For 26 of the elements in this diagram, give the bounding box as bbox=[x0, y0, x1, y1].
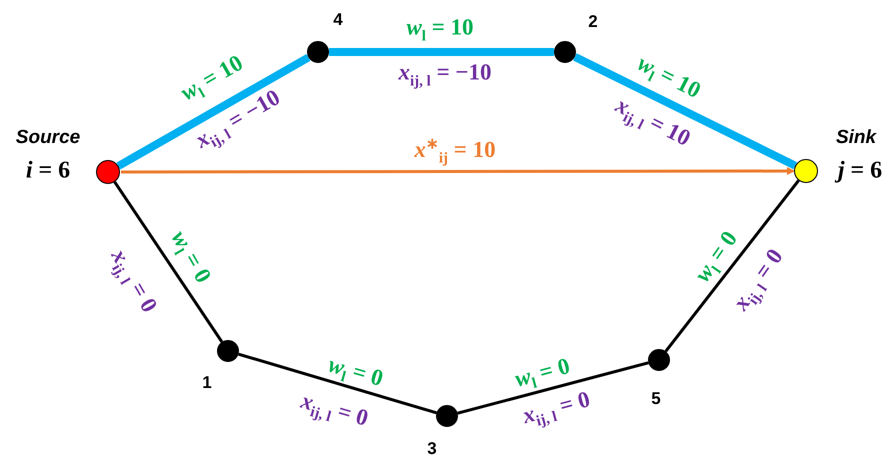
vertex-dot bbox=[554, 41, 576, 63]
vertex-dot bbox=[217, 340, 239, 362]
connector-line bbox=[113, 181, 224, 343]
connector-line bbox=[457, 361, 649, 415]
connector-line bbox=[116, 54, 310, 170]
vertex-dot bbox=[648, 349, 670, 371]
node-label: 3 bbox=[427, 439, 437, 459]
edge-label: x$^{∗}$$_{ij}$ = 10 bbox=[414, 137, 496, 167]
flow-label: x$_{ij, l}$ = −10 bbox=[398, 60, 492, 90]
node-label: Source bbox=[16, 127, 80, 149]
arrow bbox=[121, 167, 795, 176]
edge-label: w$_{l}$ = 10 bbox=[406, 16, 474, 44]
vertex-dot bbox=[794, 159, 818, 183]
node-label: i = 6 bbox=[26, 158, 70, 184]
node-label: 1 bbox=[202, 373, 212, 393]
vertex-dot bbox=[436, 405, 458, 427]
vertex-dot bbox=[96, 160, 120, 184]
node-label: 4 bbox=[333, 10, 343, 30]
vertex-dot bbox=[307, 41, 329, 63]
node-label: Sink bbox=[836, 127, 876, 149]
connector-line bbox=[664, 180, 800, 352]
connector-line bbox=[238, 352, 437, 414]
connector-line bbox=[329, 48, 554, 56]
node-label: 2 bbox=[588, 12, 598, 32]
connector-line bbox=[573, 53, 798, 170]
node-label: 5 bbox=[651, 389, 661, 409]
